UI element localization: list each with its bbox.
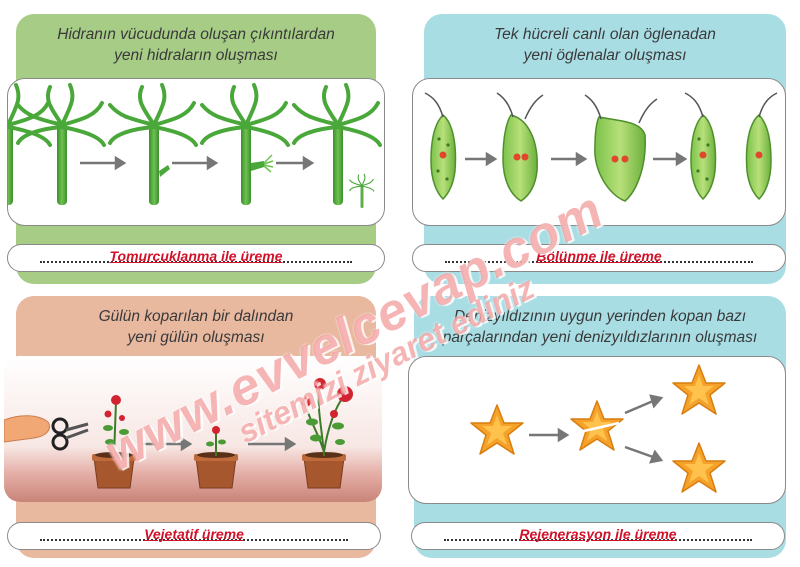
euglena-title: Tek hücreli canlı olan öglenadan yeni ög…: [494, 26, 716, 64]
hydra-illustration-panel: [7, 78, 385, 226]
starfish-illustration-panel: [408, 356, 786, 504]
hydra-title: Hidranın vücudunda oluşan çıkıntılardan …: [57, 26, 335, 64]
starfish-regeneration-illustration: [470, 364, 726, 493]
rose-cutting-illustration: [4, 356, 382, 502]
rose-answer-box: Vejetatif üreme: [7, 522, 381, 550]
rose-illustration-panel: [4, 356, 382, 502]
euglena-division-illustration: [424, 92, 778, 202]
euglena-answer-box: Bölünme ile üreme: [412, 244, 786, 272]
answer-dotted-line: [444, 539, 752, 541]
starfish-title: Denizyıldızının uygun yerinden kopan baz…: [442, 308, 758, 346]
euglena-answer: Bölünme ile üreme: [536, 248, 662, 264]
euglena-illustration-panel: [412, 78, 786, 226]
answer-dotted-line: [40, 539, 348, 541]
hydra-shape: [8, 83, 52, 205]
starfish-shape: [470, 404, 524, 455]
hydra-budding-illustration: [8, 83, 382, 209]
rose-answer: Vejetatif üreme: [144, 526, 244, 542]
hydra-answer-box: Tomurcuklanma ile üreme: [7, 244, 385, 272]
starfish-answer: Rejenerasyon ile üreme: [519, 526, 677, 542]
starfish-answer-box: Rejenerasyon ile üreme: [411, 522, 785, 550]
answer-dotted-line: [40, 261, 352, 263]
euglena-cell: [424, 92, 457, 200]
rose-title: Gülün koparılan bir dalından yeni gülün …: [98, 308, 294, 346]
answer-dotted-line: [445, 261, 753, 263]
hydra-answer: Tomurcuklanma ile üreme: [109, 248, 283, 264]
